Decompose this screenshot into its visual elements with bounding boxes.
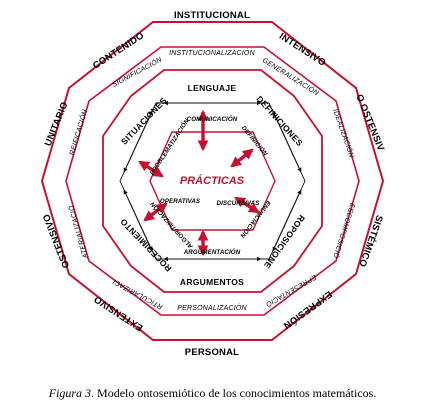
ontosemiotic-diagram: INSTITUCIONAL INTENSIVO NO OSTENSIVO SIS… <box>0 0 386 358</box>
process-hexagon <box>119 102 306 260</box>
caption-text: . Modelo ontosemiótico de los conocimien… <box>91 386 377 400</box>
label-practicas: PRÁCTICAS <box>180 174 245 187</box>
label-extensivo: EXTENSIVO <box>92 293 145 333</box>
figure-caption: Figura 3. Modelo ontosemiótico de los co… <box>0 386 425 401</box>
label-institucionalizacion: INSTITUCIONALIZACIÓN <box>169 48 255 57</box>
label-particularizacion: PARTICULARIZACIÓN <box>0 0 164 310</box>
practice-hexagon <box>149 131 276 231</box>
label-problematizacion: PROBLEMATIZACIÓN <box>149 117 191 176</box>
label-argumentacion: ARGUMENTACIÓN <box>183 249 241 256</box>
outer-octagon <box>40 21 385 341</box>
label-reificacion: REIFICACIÓN <box>69 108 90 156</box>
label-lenguaje: LENGUAJE <box>188 83 237 93</box>
label-personalizacion: PERSONALIZACIÓN <box>177 303 247 312</box>
label-ostensivo: OSTENSIVO <box>41 212 72 269</box>
label-discursivas: DISCURSIVAS <box>217 200 261 207</box>
label-idealizacion: IDEALIZACIÓN <box>331 108 355 159</box>
label-operativas: OPERATIVAS <box>160 198 201 205</box>
label-proposiciones: PROPOSICIONES <box>0 0 307 270</box>
label-institucional: INSTITUCIONAL <box>174 10 250 21</box>
black-arrows <box>123 100 302 262</box>
red-arrows <box>138 109 260 257</box>
label-personal: PERSONAL <box>185 347 239 358</box>
label-comunicacion: COMUNICACIÓN <box>187 116 238 123</box>
label-algoritmizacion: ALGORITMIZACIÓN <box>149 200 195 251</box>
middle-octagon <box>65 46 360 316</box>
label-contenido: CONTENIDO <box>91 30 146 71</box>
label-argumentos: ARGUMENTOS <box>180 277 244 287</box>
label-procedimientos: PROCEDIMIENTOS <box>0 0 174 274</box>
caption-label: Figura 3 <box>48 386 92 400</box>
label-definicion: DEFINICIÓN <box>240 125 269 158</box>
label-unitario: UNITARIO <box>43 100 71 148</box>
label-significacion: SIGNIFICACIÓN <box>111 56 164 89</box>
inner-octagon <box>102 69 323 293</box>
